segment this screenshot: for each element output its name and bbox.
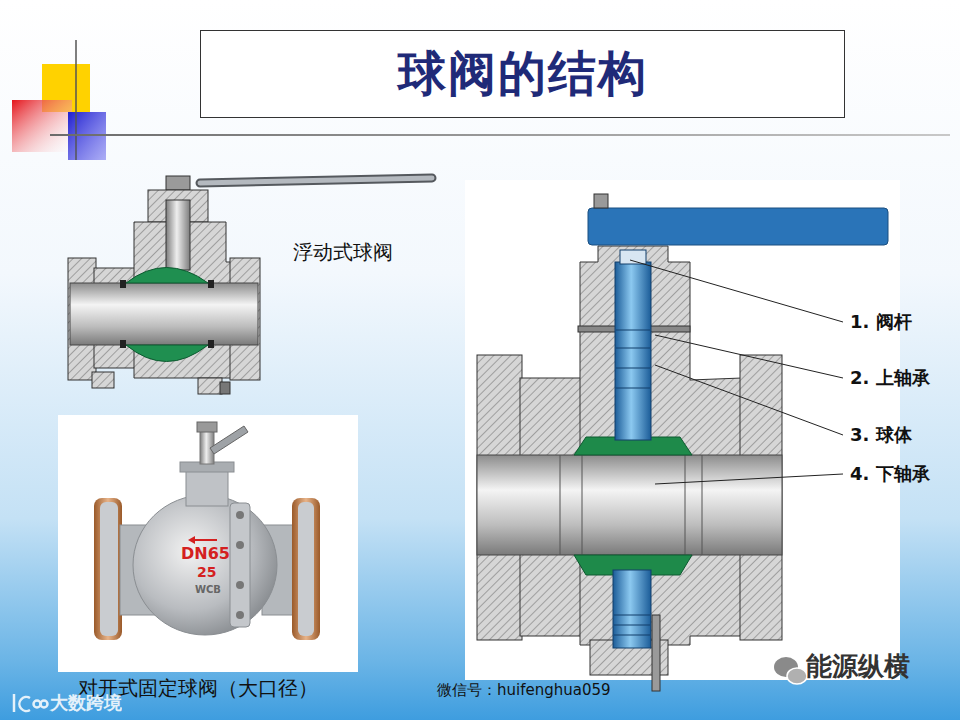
callout-label: 4. 下轴承 [850, 463, 930, 485]
wechat-icon [774, 657, 807, 684]
title-box: 球阀的结构 [200, 30, 845, 118]
body-marking: DN65 [181, 544, 230, 563]
valve-photo [58, 415, 358, 672]
drawing-label: 浮动式球阀 [293, 240, 393, 264]
watermark: 微信号：huifenghua059 [437, 681, 611, 699]
body-marking: 25 [197, 564, 216, 581]
brand-logo [14, 694, 48, 712]
body-marking: WCB [195, 584, 221, 596]
callout-label: 3. 球体 [850, 424, 912, 446]
callout-label: 2. 上轴承 [850, 367, 930, 389]
trunnion-valve-drawing [465, 180, 900, 691]
callout-label: 1. 阀杆 [850, 311, 912, 333]
leader-lines [630, 260, 843, 484]
slide-title: 球阀的结构 [398, 42, 648, 106]
floating-valve-drawing [68, 176, 432, 394]
watermark: 能源纵横 [806, 651, 910, 682]
watermark: 大数跨境 [50, 692, 122, 714]
